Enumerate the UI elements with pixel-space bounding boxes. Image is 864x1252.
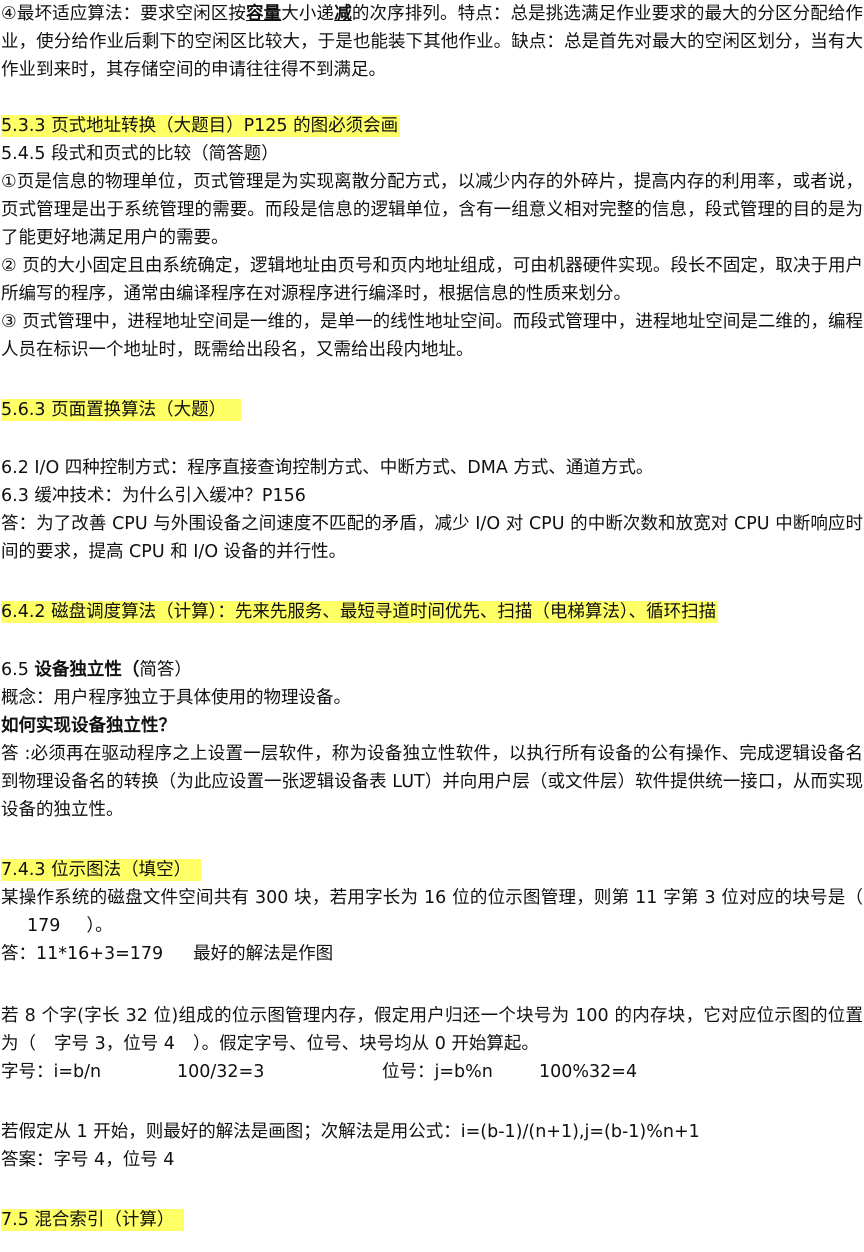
concept-line: 概念：用户程序独立于具体使用的物理设备。 <box>1 688 351 708</box>
answer-line: 答案：字号 4，位号 4 <box>1 1150 175 1170</box>
worst-fit-paragraph: ④最坏适应算法：要求空闲区按容量大小递减的次序排列。特点：总是挑选满足作业要求的… <box>1 4 864 80</box>
bitmap-question-1: 某操作系统的磁盘文件空间共有 300 块，若用字长为 16 位的位示图管理，则第… <box>1 884 863 940</box>
one-based-note: 若假定从 1 开始，则最好的解法是画图；次解法是用公式：i=(b-1)/(n+1… <box>1 1122 700 1142</box>
buffer-question: 6.3 缓冲技术：为什么引入缓冲？P156 <box>1 486 306 506</box>
heading-5-4-5: 5.4.5 段式和页式的比较（简答题） <box>1 144 279 164</box>
heading-7-5: 7.5 混合索引（计算） <box>1 1209 177 1231</box>
heading-6-4-2: 6.4.2 磁盘调度算法（计算）：先来先服务、最短寻道时间优先、扫描（电梯算法）… <box>1 601 719 623</box>
comparison-point-3: ③ 页式管理中，进程地址空间是一维的，是单一的线性地址空间。而段式管理中，进程地… <box>1 312 863 360</box>
heading-5-6-3: 5.6.3 页面置换算法（大题） <box>1 399 229 421</box>
decrease-emphasis: 减 <box>334 4 352 24</box>
heading-6-5: 6.5 设备独立性（简答） <box>1 660 192 680</box>
capacity-emphasis: 容量 <box>246 4 282 24</box>
answer-word-bit: 字号 3，位号 4 <box>54 1034 175 1054</box>
comparison-point-2: ② 页的大小固定且由系统确定，逻辑地址由页号和页内地址组成，可由机器硬件实现。段… <box>1 256 863 304</box>
heading-7-4-3: 7.4.3 位示图法（填空） <box>1 859 194 881</box>
heading-5-3-3: 5.3.3 页式地址转换（大题目）P125 的图必须会画 <box>1 115 401 137</box>
independence-answer: 答 :必须再在驱动程序之上设置一层软件，称为设备独立性软件，以执行所有设备的公有… <box>1 744 863 820</box>
how-question: 如何实现设备独立性？ <box>1 716 176 736</box>
bitmap-question-2: 若 8 个字(字长 32 位)组成的位示图管理内存，假定用户归还一个块号为 10… <box>1 1002 863 1058</box>
answer-179: 179 <box>27 916 61 936</box>
buffer-answer: 答：为了改善 CPU 与外围设备之间速度不匹配的矛盾，减少 I/O 对 CPU … <box>1 514 863 562</box>
io-control-line: 6.2 I/O 四种控制方式：程序直接查询控制方式、中断方式、DMA 方式、通道… <box>1 458 654 478</box>
comparison-point-1: ①页是信息的物理单位，页式管理是为实现离散分配方式，以减少内存的外碎片，提高内存… <box>1 172 863 248</box>
